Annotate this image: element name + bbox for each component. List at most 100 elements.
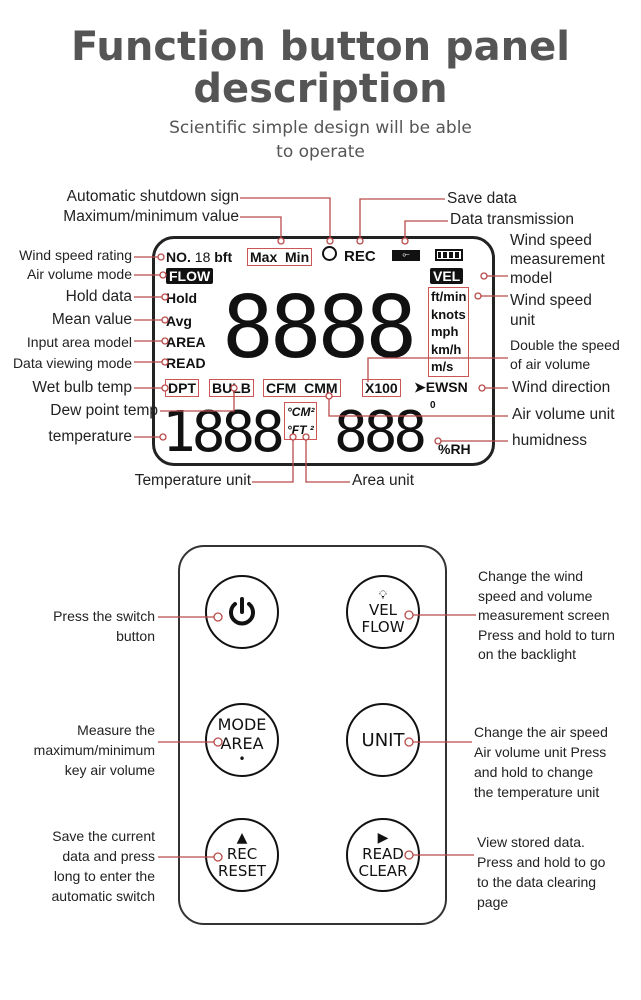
leader-area-unit <box>305 440 350 483</box>
usb-icon: ⟜ <box>392 250 420 261</box>
min-label: Min <box>285 249 310 265</box>
desc-vel-5: on the backlight <box>478 646 577 662</box>
unit-knots: knots <box>431 306 466 322</box>
desc-mode-3: key air volume <box>64 762 155 778</box>
leader-dew <box>160 391 235 412</box>
desc-unit-3: and hold to change <box>474 764 594 780</box>
dot-icon: • <box>238 752 246 766</box>
desc-unit-4: the temperature unit <box>474 784 600 800</box>
humidity-digits: 888 <box>334 400 427 465</box>
label-rating: Wind speed rating <box>19 247 132 263</box>
subtitle-line-1: Scientific simple design will be able <box>169 118 472 138</box>
leader-transmission <box>404 220 448 238</box>
title-line-2: description <box>193 66 448 112</box>
play-triangle-icon: ▶ <box>377 830 389 846</box>
label-double-1: Double the speed <box>510 337 620 353</box>
direction-label: EWSN <box>425 379 468 395</box>
label-model-1: Wind speed <box>510 232 592 249</box>
max-label: Max <box>250 249 278 265</box>
no-label: NO. <box>166 249 191 265</box>
reset-label: RESET <box>217 862 267 880</box>
area-indicator: AREA <box>166 334 206 350</box>
direction-indicator: ➤EWSN <box>414 379 468 395</box>
desc-read-2: Press and hold to go <box>477 854 606 870</box>
read-indicator: READ <box>166 355 206 371</box>
cfm-cmm-indicator: CFM CMM <box>263 379 341 397</box>
bft-label: bft <box>214 249 233 265</box>
label-hold: Hold data <box>65 288 132 305</box>
label-air-unit: Air volume unit <box>512 406 615 423</box>
label-dew: Dew point temp <box>50 402 158 419</box>
vel-flow-button[interactable]: 💡︎ VEL FLOW <box>346 575 420 649</box>
label-temp-unit: Temperature unit <box>134 472 251 489</box>
cmm-label: CMM <box>304 380 338 396</box>
desc-power-1: Press the switch <box>53 608 155 624</box>
desc-rec: Save the current data and press long to en… <box>52 826 155 906</box>
desc-vel-3: measurement screen <box>478 607 610 623</box>
desc-vel-1: Change the wind <box>478 568 584 584</box>
main-digits: 8888 <box>222 278 417 378</box>
desc-rec-4: automatic switch <box>51 888 155 904</box>
label-save: Save data <box>447 190 517 207</box>
desc-mode-2: maximum/minimum <box>33 742 155 758</box>
unit-km-h: km/h <box>431 341 462 357</box>
cfm-label: CFM <box>266 380 297 396</box>
mode-area-button[interactable]: MODE AREA • <box>205 703 279 777</box>
area-label: AREA <box>220 734 264 753</box>
vel-flow-label-1: VEL <box>368 601 398 619</box>
rec-label: REC <box>226 845 258 863</box>
hold-indicator: Hold <box>166 290 198 306</box>
button-panel <box>178 545 447 925</box>
lcd-display <box>152 236 495 466</box>
subtitle-line-2: to operate <box>276 142 365 162</box>
desc-rec-1: Save the current <box>52 828 155 844</box>
label-wet-bulb: Wet bulb temp <box>32 379 132 396</box>
power-icon <box>229 597 255 626</box>
desc-unit-2: Air volume unit Press <box>474 744 607 760</box>
label-double-2: of air volume <box>510 356 591 372</box>
max-min-indicator: Max Min <box>247 248 313 266</box>
label-shutdown: Automatic shutdown sign <box>66 188 239 205</box>
label-mean: Mean value <box>51 311 132 328</box>
temperature-digits: 1888 <box>162 400 285 465</box>
label-humidness: humidness <box>512 432 587 449</box>
leader-shutdown <box>240 197 331 238</box>
x100-indicator: X100 <box>362 379 401 397</box>
rec-reset-button[interactable]: ▲ REC RESET <box>205 818 279 892</box>
rh-indicator: %RH <box>438 441 471 457</box>
desc-mode-1: Measure the <box>77 722 155 738</box>
flow-indicator: FLOW <box>166 268 214 284</box>
power-button[interactable] <box>205 575 279 649</box>
label-model-2: measurement <box>510 251 605 268</box>
label-air-mode: Air volume mode <box>26 266 132 282</box>
lcd-no: NO. 18 bft <box>166 249 232 265</box>
leader-air-unit <box>328 399 508 417</box>
unit-button[interactable]: UNIT <box>346 703 420 777</box>
mode-label: MODE <box>217 715 267 734</box>
label-temperature: temperature <box>48 428 132 445</box>
vel-indicator: VEL <box>430 268 464 284</box>
desc-rec-3: long to enter the <box>53 868 155 884</box>
desc-rec-2: data and press <box>62 848 155 864</box>
celsius-cm2: °CM² <box>287 405 315 419</box>
rating-digit: 18 <box>194 249 211 265</box>
degree-mark: 0 <box>430 400 436 411</box>
desc-read-1: View stored data. <box>477 834 585 850</box>
desc-unit-1: Change the air speed <box>474 724 608 740</box>
vel-flow-label-2: FLOW <box>361 618 405 636</box>
rec-indicator: REC <box>344 248 376 265</box>
up-triangle-icon: ▲ <box>236 830 248 846</box>
avg-indicator: Avg <box>166 313 192 329</box>
label-unit-2: unit <box>510 312 535 329</box>
label-input-area: Input area model <box>26 334 132 350</box>
label-double: Double the speed of air volume <box>510 336 620 374</box>
desc-power-2: button <box>116 628 155 644</box>
read-label: READ <box>362 845 404 863</box>
clock-icon <box>322 246 337 261</box>
